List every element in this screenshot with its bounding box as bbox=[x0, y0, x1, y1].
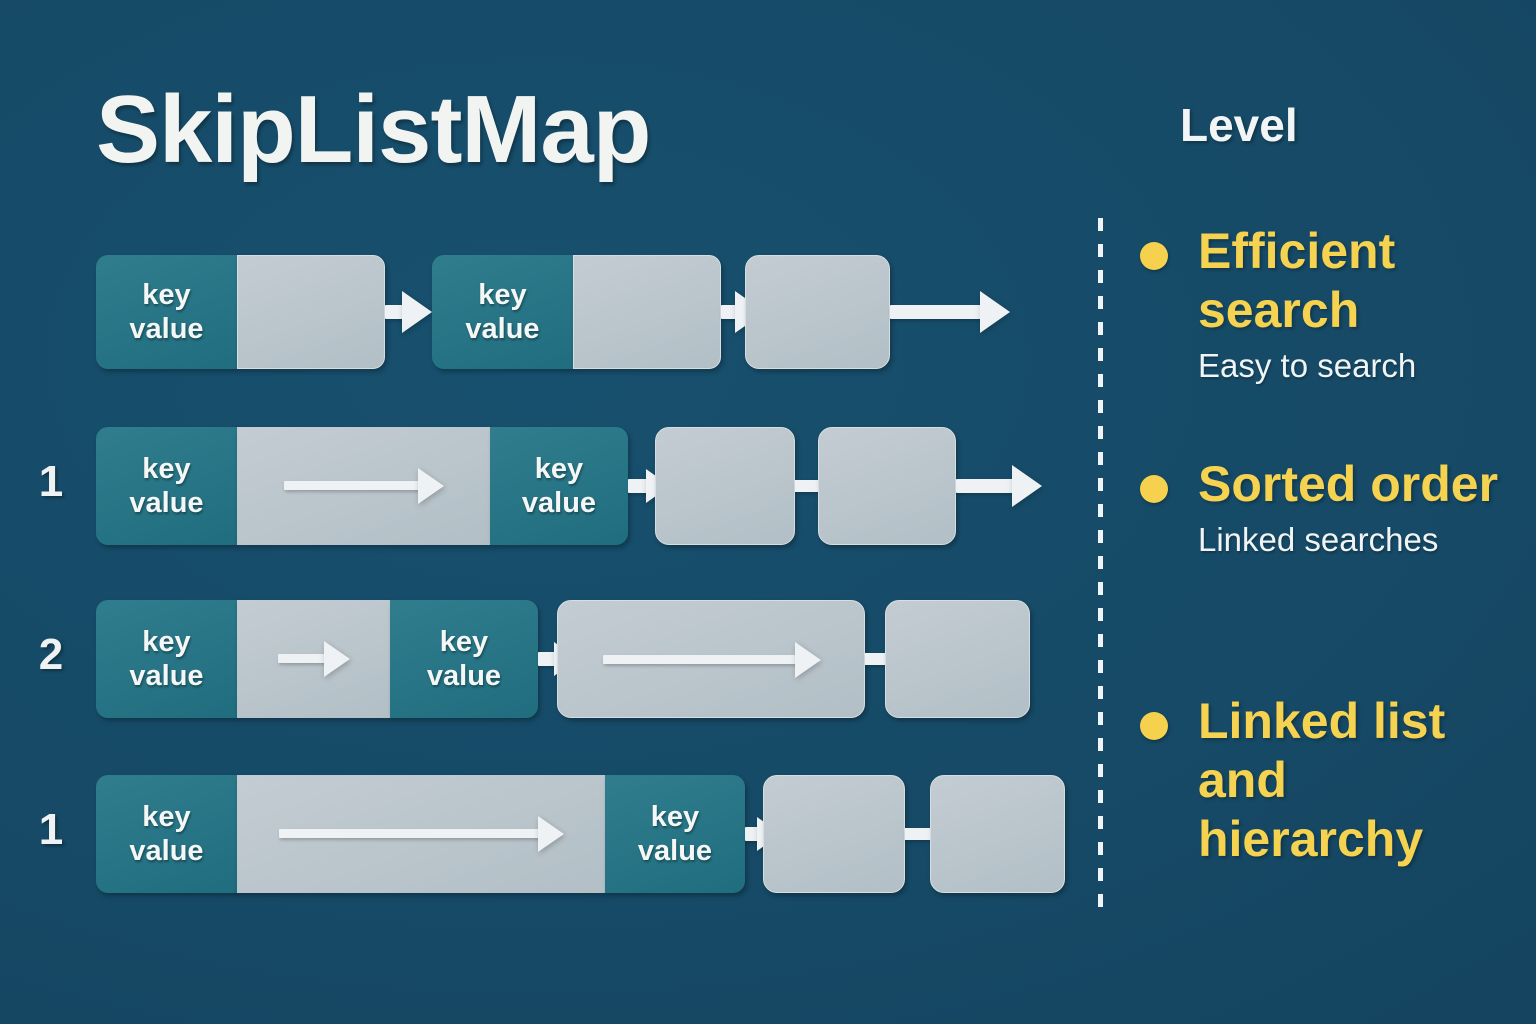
arrow-shaft bbox=[628, 479, 648, 493]
pointer-node bbox=[237, 600, 390, 718]
vertical-dashed-divider bbox=[1098, 218, 1103, 908]
pointer-node bbox=[818, 427, 956, 545]
pointer-node bbox=[930, 775, 1065, 893]
node-value-label: value bbox=[129, 835, 204, 867]
link-arrow bbox=[385, 291, 432, 333]
bullet-dot-icon bbox=[1140, 475, 1168, 503]
bullet-dot-icon bbox=[1140, 242, 1168, 270]
node-key-label: key bbox=[142, 452, 191, 485]
node-value-label: value bbox=[637, 835, 713, 867]
node-key-label: key bbox=[650, 800, 700, 833]
pointer-node bbox=[745, 255, 890, 369]
arrow-head bbox=[795, 642, 821, 678]
bullet-title: Efficient search bbox=[1198, 223, 1396, 338]
arrow-head bbox=[1012, 465, 1042, 507]
node-value-label: value bbox=[129, 487, 204, 519]
skip-pointer-arrow bbox=[284, 468, 444, 504]
arrow-shaft bbox=[956, 479, 1014, 493]
pointer-node bbox=[573, 255, 721, 369]
link-arrow bbox=[956, 465, 1042, 507]
bullet-subtitle: Linked searches bbox=[1198, 521, 1439, 558]
arrow-head bbox=[418, 468, 444, 504]
arrow-shaft bbox=[279, 829, 540, 838]
node-key-label: key bbox=[142, 800, 191, 833]
node-key-label: key bbox=[142, 625, 191, 658]
pointer-node bbox=[237, 427, 490, 545]
link-connector bbox=[795, 480, 820, 492]
arrow-shaft bbox=[538, 652, 556, 666]
arrow-head bbox=[980, 291, 1010, 333]
arrow-head bbox=[538, 816, 564, 852]
arrow-shaft bbox=[721, 305, 737, 319]
pointer-node bbox=[655, 427, 795, 545]
skip-pointer-arrow bbox=[278, 641, 350, 677]
arrow-shaft bbox=[278, 654, 326, 663]
level-number-label: 1 bbox=[38, 457, 64, 506]
node-key-label: key bbox=[439, 625, 489, 658]
panel-heading: Level bbox=[1180, 99, 1298, 151]
link-connector bbox=[865, 653, 887, 665]
level-number-label: 1 bbox=[38, 805, 64, 854]
skip-pointer-arrow bbox=[603, 642, 821, 678]
node-key-label: key bbox=[478, 278, 527, 311]
node-value-label: value bbox=[521, 487, 597, 519]
node-value-label: value bbox=[129, 313, 204, 345]
bullet-dot-icon bbox=[1140, 712, 1168, 740]
pointer-node bbox=[237, 255, 385, 369]
arrow-head bbox=[402, 291, 432, 333]
arrow-head bbox=[324, 641, 350, 677]
link-connector bbox=[905, 828, 933, 840]
arrow-shaft bbox=[603, 655, 797, 664]
bullet-title: Linked list and hierarchy bbox=[1198, 693, 1446, 867]
skip-pointer-arrow bbox=[279, 816, 564, 852]
arrow-shaft bbox=[284, 481, 420, 490]
bullet-subtitle: Easy to search bbox=[1198, 347, 1417, 384]
link-arrow bbox=[890, 291, 1010, 333]
bullet-title: Sorted order bbox=[1198, 456, 1499, 512]
node-value-label: value bbox=[129, 660, 204, 692]
node-value-label: value bbox=[465, 313, 540, 345]
arrow-shaft bbox=[890, 305, 982, 319]
level-number-label: 2 bbox=[38, 630, 64, 679]
bullet-item: Linked list and hierarchy bbox=[1140, 692, 1510, 869]
arrow-shaft bbox=[745, 827, 759, 841]
pointer-node bbox=[885, 600, 1030, 718]
node-key-label: key bbox=[142, 278, 191, 311]
pointer-node bbox=[763, 775, 905, 893]
node-value-label: value bbox=[426, 660, 502, 692]
page-title: SkipListMap bbox=[96, 76, 651, 183]
node-key-label: key bbox=[534, 452, 584, 485]
pointer-node bbox=[557, 600, 865, 718]
arrow-shaft bbox=[385, 305, 404, 319]
pointer-node bbox=[237, 775, 605, 893]
